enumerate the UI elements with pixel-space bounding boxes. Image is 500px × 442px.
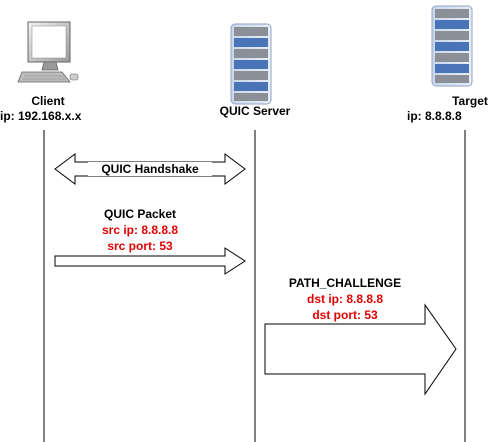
target-name: Target [452,94,488,108]
client-ip: ip: 192.168.x.x [0,109,82,123]
challenge-dst-ip: dst ip: 8.8.8.8 [306,292,384,306]
target-server-icon [431,5,473,87]
handshake-label: QUIC Handshake [88,162,212,176]
computer-icon [17,21,79,83]
packet-src-ip: src ip: 8.8.8.8 [101,223,179,237]
challenge-dst-port: dst port: 53 [312,308,378,322]
target-ip: ip: 8.8.8.8 [407,109,462,123]
client-name: Client [31,94,65,108]
packet-arrow [54,247,246,275]
packet-title: QUIC Packet [103,207,177,221]
path-challenge-arrow [264,303,457,396]
packet-src-port: src port: 53 [107,239,173,253]
server-icon [230,23,272,105]
challenge-title: PATH_CHALLENGE [288,276,402,290]
server-name: QUIC Server [219,104,291,118]
